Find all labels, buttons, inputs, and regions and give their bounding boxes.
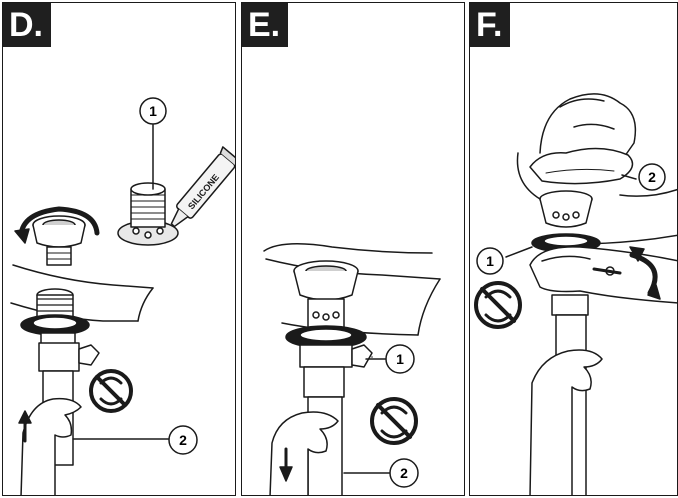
no-rotate-icon [476,283,520,327]
svg-text:2: 2 [400,465,408,481]
drain-body-threaded [118,183,178,245]
step-f-illustration: 1 2 [470,3,678,496]
step-e-illustration: 1 2 [242,3,465,496]
callout-f-2: 2 [639,164,665,190]
panel-f: F. [469,2,678,496]
callout-d-2: 2 [169,426,197,454]
no-rotate-icon [91,371,131,411]
svg-text:2: 2 [179,432,187,448]
svg-text:2: 2 [648,169,656,185]
drain-flange [294,261,358,329]
callout-e-1: 1 [386,345,414,373]
no-rotate-icon [372,399,416,443]
svg-text:1: 1 [486,253,494,269]
panel-d: D. SILICONE [2,2,236,496]
callout-f-1: 1 [477,248,503,274]
step-d-illustration: SILICONE [3,3,236,496]
svg-text:1: 1 [396,351,404,367]
svg-text:1: 1 [149,103,157,119]
callout-e-2: 2 [390,459,418,487]
drain-flange [33,216,85,265]
panel-e: E. [241,2,465,496]
callout-d-1: 1 [140,98,166,124]
silicone-tube: SILICONE [164,147,236,233]
